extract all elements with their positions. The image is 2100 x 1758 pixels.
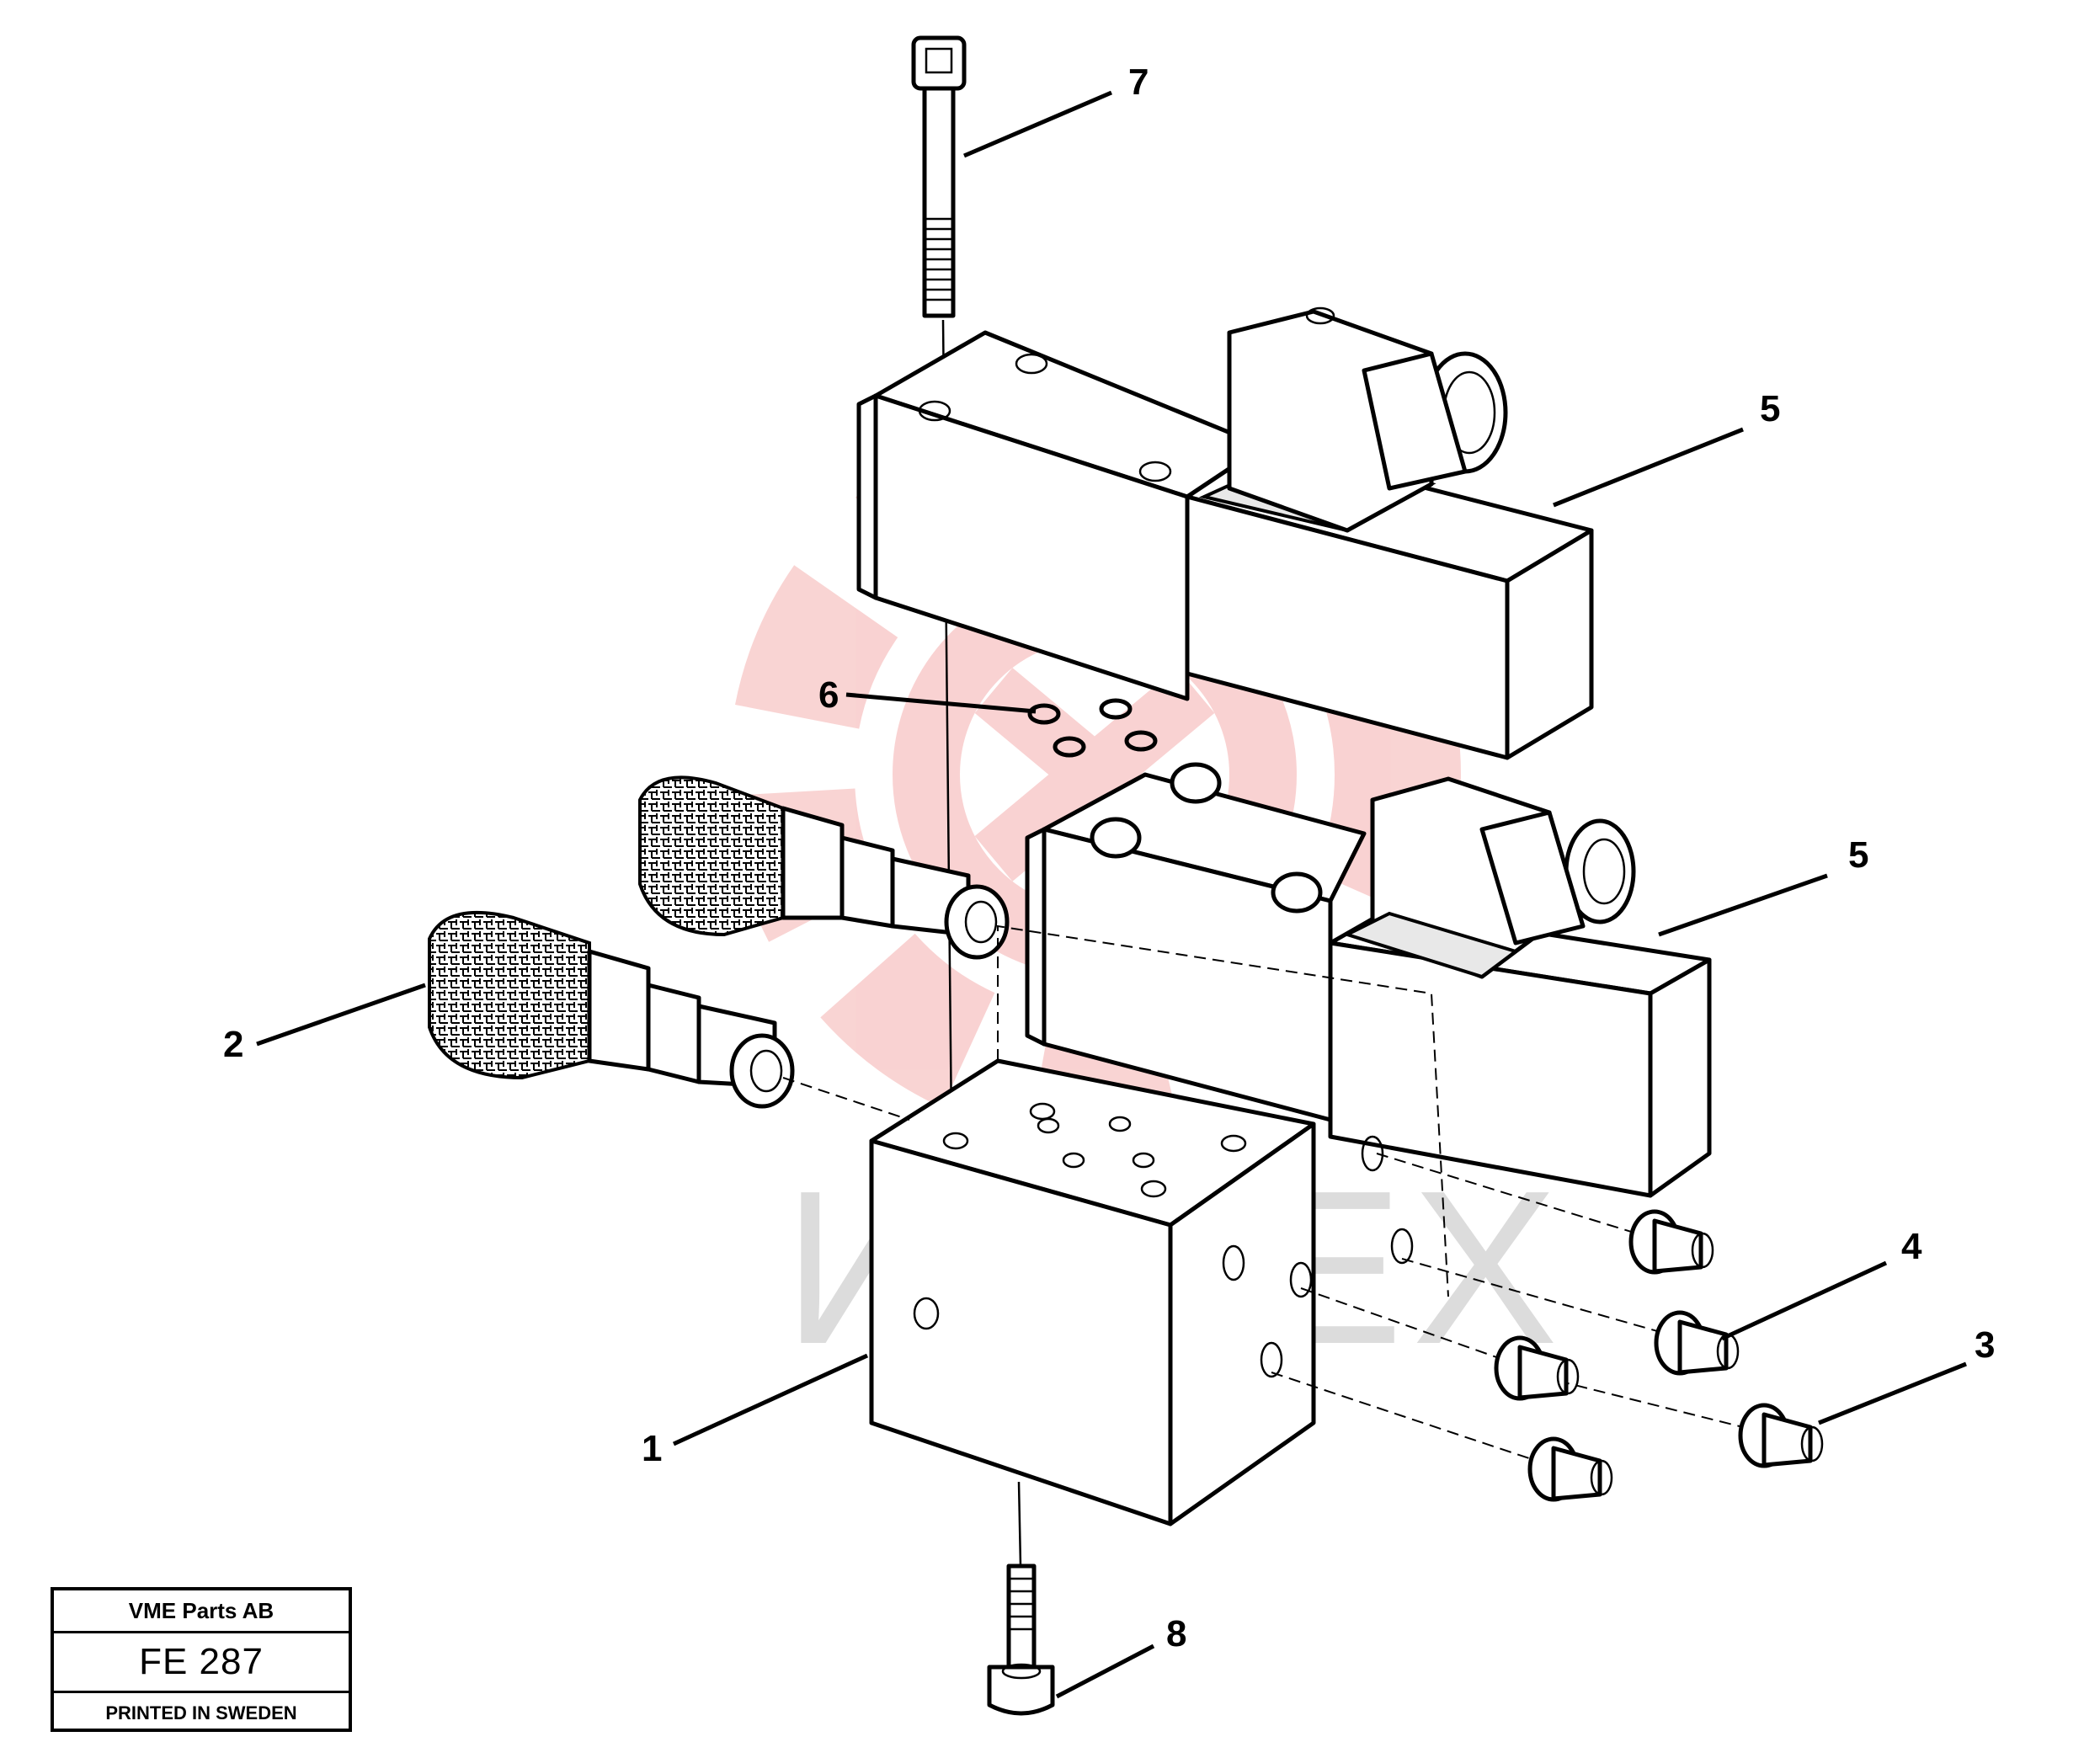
callout-labels: 7 5 6 5 2 4 3 1 8 [223,61,1995,1654]
drawing-code: FE 287 [54,1633,349,1693]
plugs [1494,1209,1824,1502]
bolt-bottom [987,1481,1055,1716]
plug-2 [1654,1310,1740,1376]
callout-3: 3 [1975,1324,1995,1366]
printed-note: PRINTED IN SWEDEN [105,1702,297,1723]
o-rings [1027,698,1158,758]
callout-7: 7 [1128,61,1149,103]
company-name: VME Parts AB [54,1590,349,1633]
callout-8: 8 [1166,1613,1186,1654]
alignment-lines [782,1077,1761,1466]
plug-3 [1494,1335,1580,1401]
bolt-top [911,35,967,1129]
plug-4 [1738,1403,1824,1468]
callout-4: 4 [1901,1226,1922,1267]
callout-5-upper: 5 [1760,388,1780,429]
plug-1 [1628,1209,1714,1275]
quick-coupling-lower [428,910,795,1109]
plug-5 [1527,1436,1613,1502]
callout-1: 1 [642,1428,662,1469]
callout-2: 2 [223,1024,243,1065]
valve-block [869,924,1449,1526]
callout-5-lower: 5 [1848,834,1868,876]
quick-coupling-upper [638,775,1010,960]
upper-solenoid-valve [856,306,1594,760]
callout-6: 6 [818,674,839,716]
lower-solenoid-valve [1025,762,1712,1198]
title-block: VME Parts AB FE 287 PRINTED IN SWEDEN [51,1587,352,1732]
leader-lines [256,90,1967,1699]
